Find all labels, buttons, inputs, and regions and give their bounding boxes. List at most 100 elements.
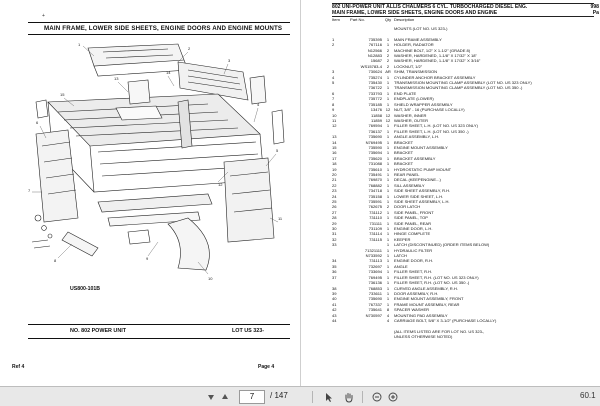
row-item-number: 4: [332, 74, 335, 80]
row-quantity: 1: [386, 166, 390, 172]
toolbar-divider-2: [362, 391, 363, 403]
row-item-number: 43: [332, 312, 337, 318]
zoom-level[interactable]: 60.1: [580, 391, 596, 400]
row-quantity: 1: [386, 242, 390, 248]
row-item-number: 37: [332, 274, 337, 280]
row-quantity: 1: [386, 80, 390, 86]
row-part-number: 13476: [370, 107, 382, 113]
row-item-number: 18: [332, 161, 337, 167]
row-quantity: 1: [386, 134, 390, 140]
row-description: HYDRAULIC FILTER: [394, 247, 433, 253]
row-description: CARRIAGE BOLT, 5/8" X 3-1/2" (PURCHASE L…: [394, 317, 497, 323]
row-description: KEEPER: [394, 236, 411, 242]
row-part-number: 11859: [371, 117, 382, 123]
previous-page-button[interactable]: [218, 391, 232, 403]
row-quantity: 2: [386, 204, 390, 210]
hand-tool-button[interactable]: [342, 391, 356, 403]
row-quantity: 1: [386, 231, 390, 237]
row-item-number: 27: [332, 209, 337, 215]
row-quantity: 1: [386, 236, 390, 242]
row-item-number: 30: [332, 226, 337, 232]
row-item-number: 19: [332, 166, 337, 172]
next-page-button[interactable]: [204, 391, 218, 403]
page-total: / 147: [270, 391, 288, 400]
svg-text:11: 11: [278, 216, 283, 221]
row-item-number: 36: [332, 269, 337, 275]
row-part-number: 767116: [368, 42, 382, 48]
row-part-number: N733592: [365, 253, 382, 259]
row-quantity: 1: [386, 269, 390, 275]
row-item-number: 26: [332, 204, 337, 210]
row-item-number: 42: [332, 307, 337, 313]
svg-text:10: 10: [208, 276, 213, 281]
header-rule-top: [332, 3, 594, 4]
row-quantity: 8: [386, 307, 390, 313]
row-part-number: 735158: [368, 193, 382, 199]
row-item-number: 29: [332, 220, 337, 226]
row-part-number: 768853: [368, 285, 382, 291]
header-subtitle: MAIN FRAME, LOWER SIDE SHEETS, ENGINE DO…: [332, 10, 498, 16]
row-quantity: 4: [386, 317, 390, 323]
page-number-input[interactable]: 7: [239, 390, 265, 404]
row-item-number: 32: [332, 236, 337, 242]
row-part-number: 769594: [368, 123, 382, 129]
row-part-number: 735395: [368, 36, 382, 42]
row-item-number: 10: [332, 112, 337, 118]
figure-label: US800-101B: [70, 286, 100, 292]
zoom-out-button[interactable]: [370, 391, 384, 403]
row-item-number: 3: [332, 69, 335, 75]
svg-text:13: 13: [114, 76, 119, 81]
row-item-number: 24: [332, 193, 337, 199]
row-description: DECAL (KEEPENGINE...): [394, 177, 441, 183]
row-quantity: 1: [386, 226, 390, 232]
row-part-number: 769870: [368, 177, 382, 183]
row-item-number: 35: [332, 263, 337, 269]
row-description: FILLER SHEET, R.H. (LOT NO. US 350 -): [394, 280, 470, 286]
right-page: 802 UNI-POWER UNIT ALLIS CHALMERS 6 CYL.…: [300, 0, 600, 386]
row-part-number: 735430: [368, 80, 382, 86]
row-item-number: 14: [332, 139, 337, 145]
row-item-number: 39: [332, 290, 337, 296]
row-description: SHIELD WRAPPER ASSEMBLY: [394, 101, 453, 107]
row-part-number: 730624: [368, 69, 382, 75]
row-part-number: 733611: [368, 290, 382, 296]
row-quantity: 1: [386, 36, 390, 42]
row-item-number: 15: [332, 144, 337, 150]
row-part-number: 735185: [368, 101, 382, 107]
row-part-number: 735690: [368, 134, 382, 140]
row-description: DOOR LATCH: [394, 204, 421, 210]
svg-text:5: 5: [276, 148, 279, 153]
row-quantity: 1: [386, 280, 390, 286]
row-quantity: 1: [386, 90, 390, 96]
hand-icon: [345, 392, 353, 403]
row-part-number: 735694: [368, 150, 382, 156]
row-item-number: 20: [332, 171, 337, 177]
zoom-in-button[interactable]: [386, 391, 400, 403]
svg-text:12: 12: [218, 182, 223, 187]
row-part-number: 735690: [368, 296, 382, 302]
row-quantity: 1: [386, 290, 390, 296]
row-quantity: 1: [386, 209, 390, 215]
row-part-number: 767337: [368, 301, 382, 307]
row-item-number: 17: [332, 155, 337, 161]
select-tool-button[interactable]: [322, 391, 336, 403]
row-part-number: WS15783-4: [360, 63, 382, 69]
